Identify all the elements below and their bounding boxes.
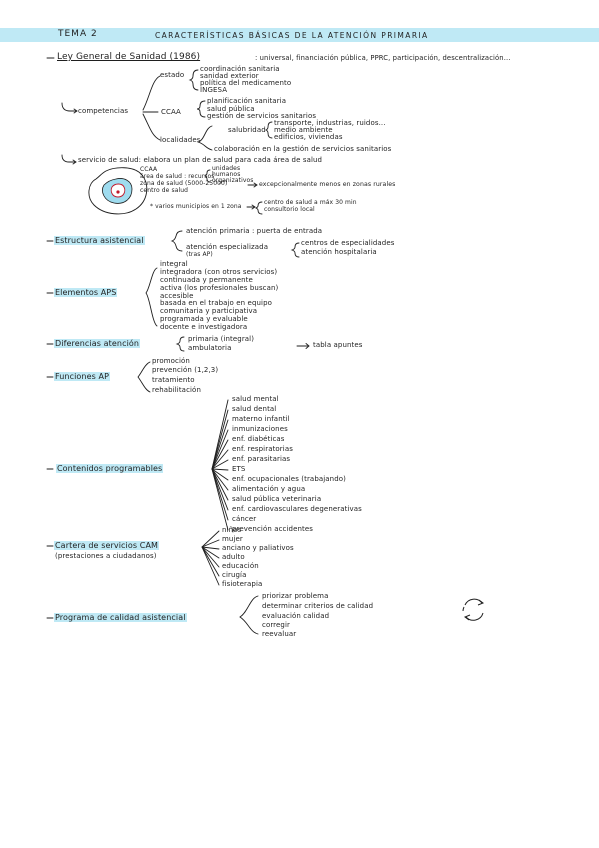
contenidos-item: enf. cardiovasculares degenerativas (232, 505, 362, 513)
tema-label: TEMA 2 (58, 29, 98, 39)
health-area-map-drawing (88, 167, 148, 215)
calidad-label: Programa de calidad asistencial (54, 613, 187, 622)
area-item: organizativos (212, 177, 254, 184)
salubridad-item: edificios, viviendas (274, 133, 343, 141)
calidad-item: evaluación calidad (262, 612, 330, 620)
especializada-item: centros de especialidades (301, 239, 395, 247)
estructura-label: Estructura asistencial (54, 236, 145, 245)
contenidos-item: enf. diabéticas (232, 435, 285, 443)
title-highlight-bar (0, 28, 599, 42)
ccaa-item: salud pública (207, 105, 255, 113)
diferencias-note: tabla apuntes (313, 341, 363, 349)
ley-tail: : universal, financiación pública, PPRC,… (255, 54, 511, 62)
funciones-item: tratamiento (152, 376, 195, 384)
estado-item: coordinación sanitaria (200, 65, 280, 73)
ccaa-item: planificación sanitaria (207, 97, 287, 105)
salubridad-item: transporte, industrias, ruidos... (274, 119, 386, 127)
elementos-item: comunitaria y participativa (160, 307, 258, 315)
contenidos-item: enf. respiratorias (232, 445, 293, 453)
ley-title: Ley General de Sanidad (1986) (57, 52, 201, 62)
calidad-item: corregir (262, 621, 290, 629)
contenidos-item: alimentación y agua (232, 485, 306, 493)
elementos-item: programada y evaluable (160, 315, 248, 323)
contenidos-item: salud mental (232, 395, 279, 403)
localidades-label: localidades (160, 136, 201, 144)
contenidos-item: salud pública veterinaria (232, 495, 322, 503)
funciones-label: Funciones AP (54, 372, 111, 381)
map-label: zona de salud (5000-25000) (140, 180, 228, 187)
map-label: CCAA (140, 166, 158, 173)
contenidos-item: prevención accidentes (232, 525, 314, 533)
estructura-especializada: atención especializada (186, 243, 269, 251)
contenidos-item: inmunizaciones (232, 425, 288, 433)
contenidos-item: salud dental (232, 405, 277, 413)
funciones-item: rehabilitación (152, 386, 201, 394)
contenidos-item: cáncer (232, 515, 257, 523)
area-item: humanos (212, 171, 241, 178)
elementos-item: docente e investigadora (160, 323, 248, 331)
competencias-label: competencias (78, 107, 129, 115)
calidad-item: reevaluar (262, 630, 297, 638)
municipios-item: consultorio local (264, 206, 315, 213)
colaboracion-text: colaboración en la gestión de servicios … (214, 145, 392, 153)
elementos-item: integradora (con otros servicios) (160, 268, 278, 276)
ccaa-item: gestión de servicios sanitarios (207, 112, 317, 120)
elementos-item: accesible (160, 292, 194, 300)
estado-item: política del medicamento (200, 79, 292, 87)
contenidos-item: materno infantil (232, 415, 290, 423)
map-label: área de salud : recursos (140, 173, 215, 180)
estado-item: sanidad exterior (200, 72, 259, 80)
salubridad-item: medio ambiente (274, 126, 333, 134)
elementos-item: integral (160, 260, 188, 268)
servicio-intro: servicio de salud: elabora un plan de sa… (78, 156, 323, 164)
diferencias-label: Diferencias atención (54, 339, 141, 348)
zona-note: excepcionalmente menos en zonas rurales (259, 181, 396, 188)
cartera-item: educación (222, 562, 259, 570)
cycle-arrows-icon (462, 598, 485, 621)
contenidos-item: ETS (232, 465, 246, 473)
estado-item: INGESA (200, 86, 228, 94)
especializada-item: atención hospitalaria (301, 248, 377, 256)
estado-label: estado (160, 71, 185, 79)
diferencias-item: ambulatoria (188, 344, 232, 352)
salubridad-label: salubridad (228, 126, 266, 134)
elementos-item: activa (los profesionales buscan) (160, 284, 279, 292)
calidad-item: priorizar problema (262, 592, 329, 600)
calidad-item: determinar criterios de calidad (262, 602, 374, 610)
area-item: unidades (212, 165, 241, 172)
cartera-item: niños (222, 526, 242, 534)
elementos-item: basada en el trabajo en equipo (160, 299, 272, 307)
contenidos-item: enf. ocupacionales (trabajando) (232, 475, 346, 483)
diferencias-item: primaria (integral) (188, 335, 255, 343)
estructura-especializada-note: (tras AP) (186, 251, 213, 258)
cartera-item: fisioterapia (222, 580, 263, 588)
cartera-note: (prestaciones a ciudadanos) (55, 552, 157, 560)
elementos-item: continuada y permanente (160, 276, 253, 284)
cartera-item: adulto (222, 553, 245, 561)
ccaa-label: CCAA (161, 108, 181, 116)
contenidos-label: Contenidos programables (56, 464, 164, 473)
elementos-label: Elementos APS (54, 288, 118, 297)
funciones-item: promoción (152, 357, 190, 365)
map-label: centro de salud (140, 187, 189, 194)
municipios-note: * varios municipios en 1 zona (150, 203, 242, 210)
estructura-primaria: atención primaria : puerta de entrada (186, 227, 323, 235)
funciones-item: prevención (1,2,3) (152, 366, 219, 374)
cartera-item: cirugía (222, 571, 247, 579)
page-title: CARACTERÍSTICAS BÁSICAS DE LA ATENCIÓN P… (155, 31, 429, 40)
contenidos-item: enf. parasitarias (232, 455, 291, 463)
cartera-item: mujer (222, 535, 243, 543)
municipios-item: centro de salud a máx 30 min (264, 199, 357, 206)
cartera-item: anciano y paliativos (222, 544, 294, 552)
cartera-label: Cartera de servicios CAM (54, 541, 160, 550)
